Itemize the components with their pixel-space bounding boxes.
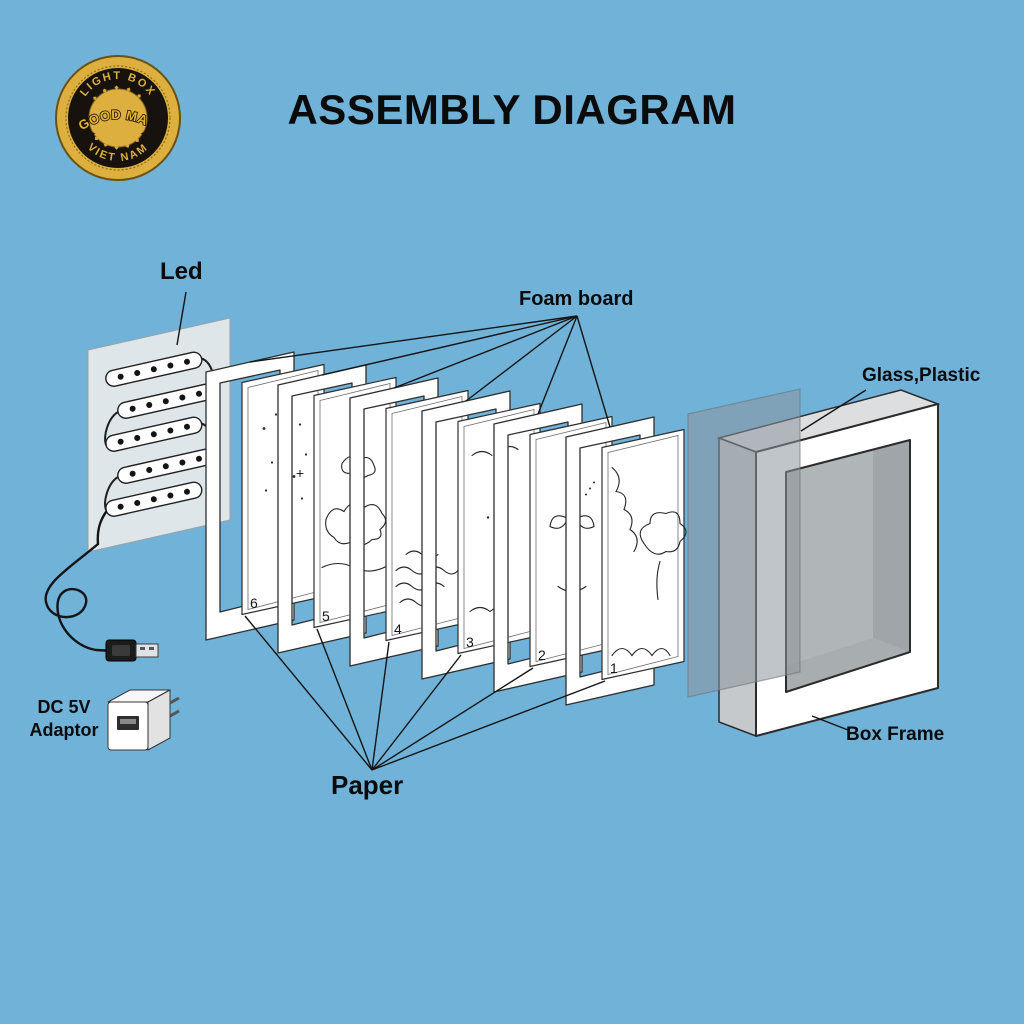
glass-plastic-sheet xyxy=(687,388,801,698)
paper-number-1: 1 xyxy=(610,660,618,676)
box-frame-inner-right-wall xyxy=(873,426,910,652)
power-cable xyxy=(44,510,108,652)
foam-pointer-line xyxy=(249,315,578,363)
paper-pointer-line xyxy=(371,641,390,771)
label-adaptor-line2: Adaptor xyxy=(29,719,99,740)
box-frame-inner-bottom-wall xyxy=(786,638,910,692)
paper-pointer-line xyxy=(371,667,534,771)
label-led: Led xyxy=(160,258,203,285)
led-strip-connector xyxy=(104,411,119,446)
label-adaptor-line1: DC 5V xyxy=(37,697,91,717)
paper-layer-1 xyxy=(601,428,687,681)
led-strip-connector xyxy=(104,476,119,511)
pointer-lines xyxy=(176,291,867,771)
label-paper: Paper xyxy=(331,770,404,800)
foam-pointer-line xyxy=(465,315,578,402)
paper-pointer-line xyxy=(371,654,462,771)
logo-star-right-icon: ★ xyxy=(140,130,146,138)
paper-number-2: 2 xyxy=(538,647,546,663)
paper-pointer-line xyxy=(316,628,373,771)
logo-star-left-icon: ★ xyxy=(90,130,96,138)
page-title: ASSEMBLY DIAGRAM xyxy=(287,86,737,133)
label-box-frame: Box Frame xyxy=(846,724,945,745)
logo-rope-ring xyxy=(65,65,171,171)
paper-number-4: 4 xyxy=(394,621,402,637)
logo-center-disc xyxy=(88,88,148,148)
usb-plug-icon xyxy=(105,639,159,662)
foam-pointer-line xyxy=(537,315,578,415)
label-glass-plastic: Glass,Plastic xyxy=(862,365,981,386)
box-frame-pointer-line xyxy=(811,715,849,731)
paper-pointer-line xyxy=(371,680,606,771)
foam-pointer-line xyxy=(321,315,578,376)
paper-number-3: 3 xyxy=(466,634,474,650)
label-foam-board: Foam board xyxy=(519,288,634,310)
paper-number-6: 6 xyxy=(250,595,258,611)
paper-number-5: 5 xyxy=(322,608,330,624)
foam-pointer-line xyxy=(393,315,578,389)
glass-pointer-line xyxy=(800,389,867,432)
led-pointer-line xyxy=(176,291,187,346)
paper-art-trees xyxy=(611,466,687,657)
label-adaptor: DC 5V Adaptor xyxy=(18,696,110,741)
paper-pointer-line xyxy=(244,615,373,771)
adaptor-icon xyxy=(107,689,180,751)
foam-pointer-line xyxy=(576,315,611,428)
